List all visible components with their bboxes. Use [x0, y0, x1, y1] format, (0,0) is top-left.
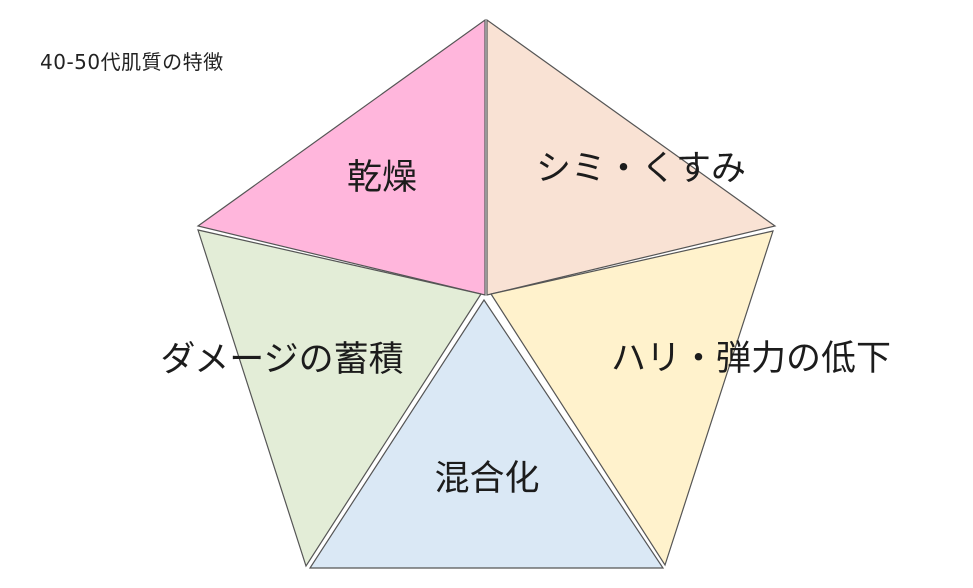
diagram-title: 40-50代肌質の特徴 [40, 50, 224, 74]
segment-spots-shape [486, 18, 777, 296]
segment-firmness-shape [490, 230, 774, 567]
segment-dryness-label: 乾燥 [347, 158, 417, 198]
segment-mixed-label: 混合化 [434, 459, 539, 499]
segment-spots-label: シミ・くすみ [536, 149, 746, 189]
segment-dryness-shape [196, 18, 486, 296]
segment-damage-label: ダメージの蓄積 [160, 340, 403, 380]
segment-mixed-shape [308, 298, 665, 569]
segment-damage-shape [197, 229, 482, 568]
segment-firmness-label: ハリ・弾力の低下 [611, 339, 891, 379]
